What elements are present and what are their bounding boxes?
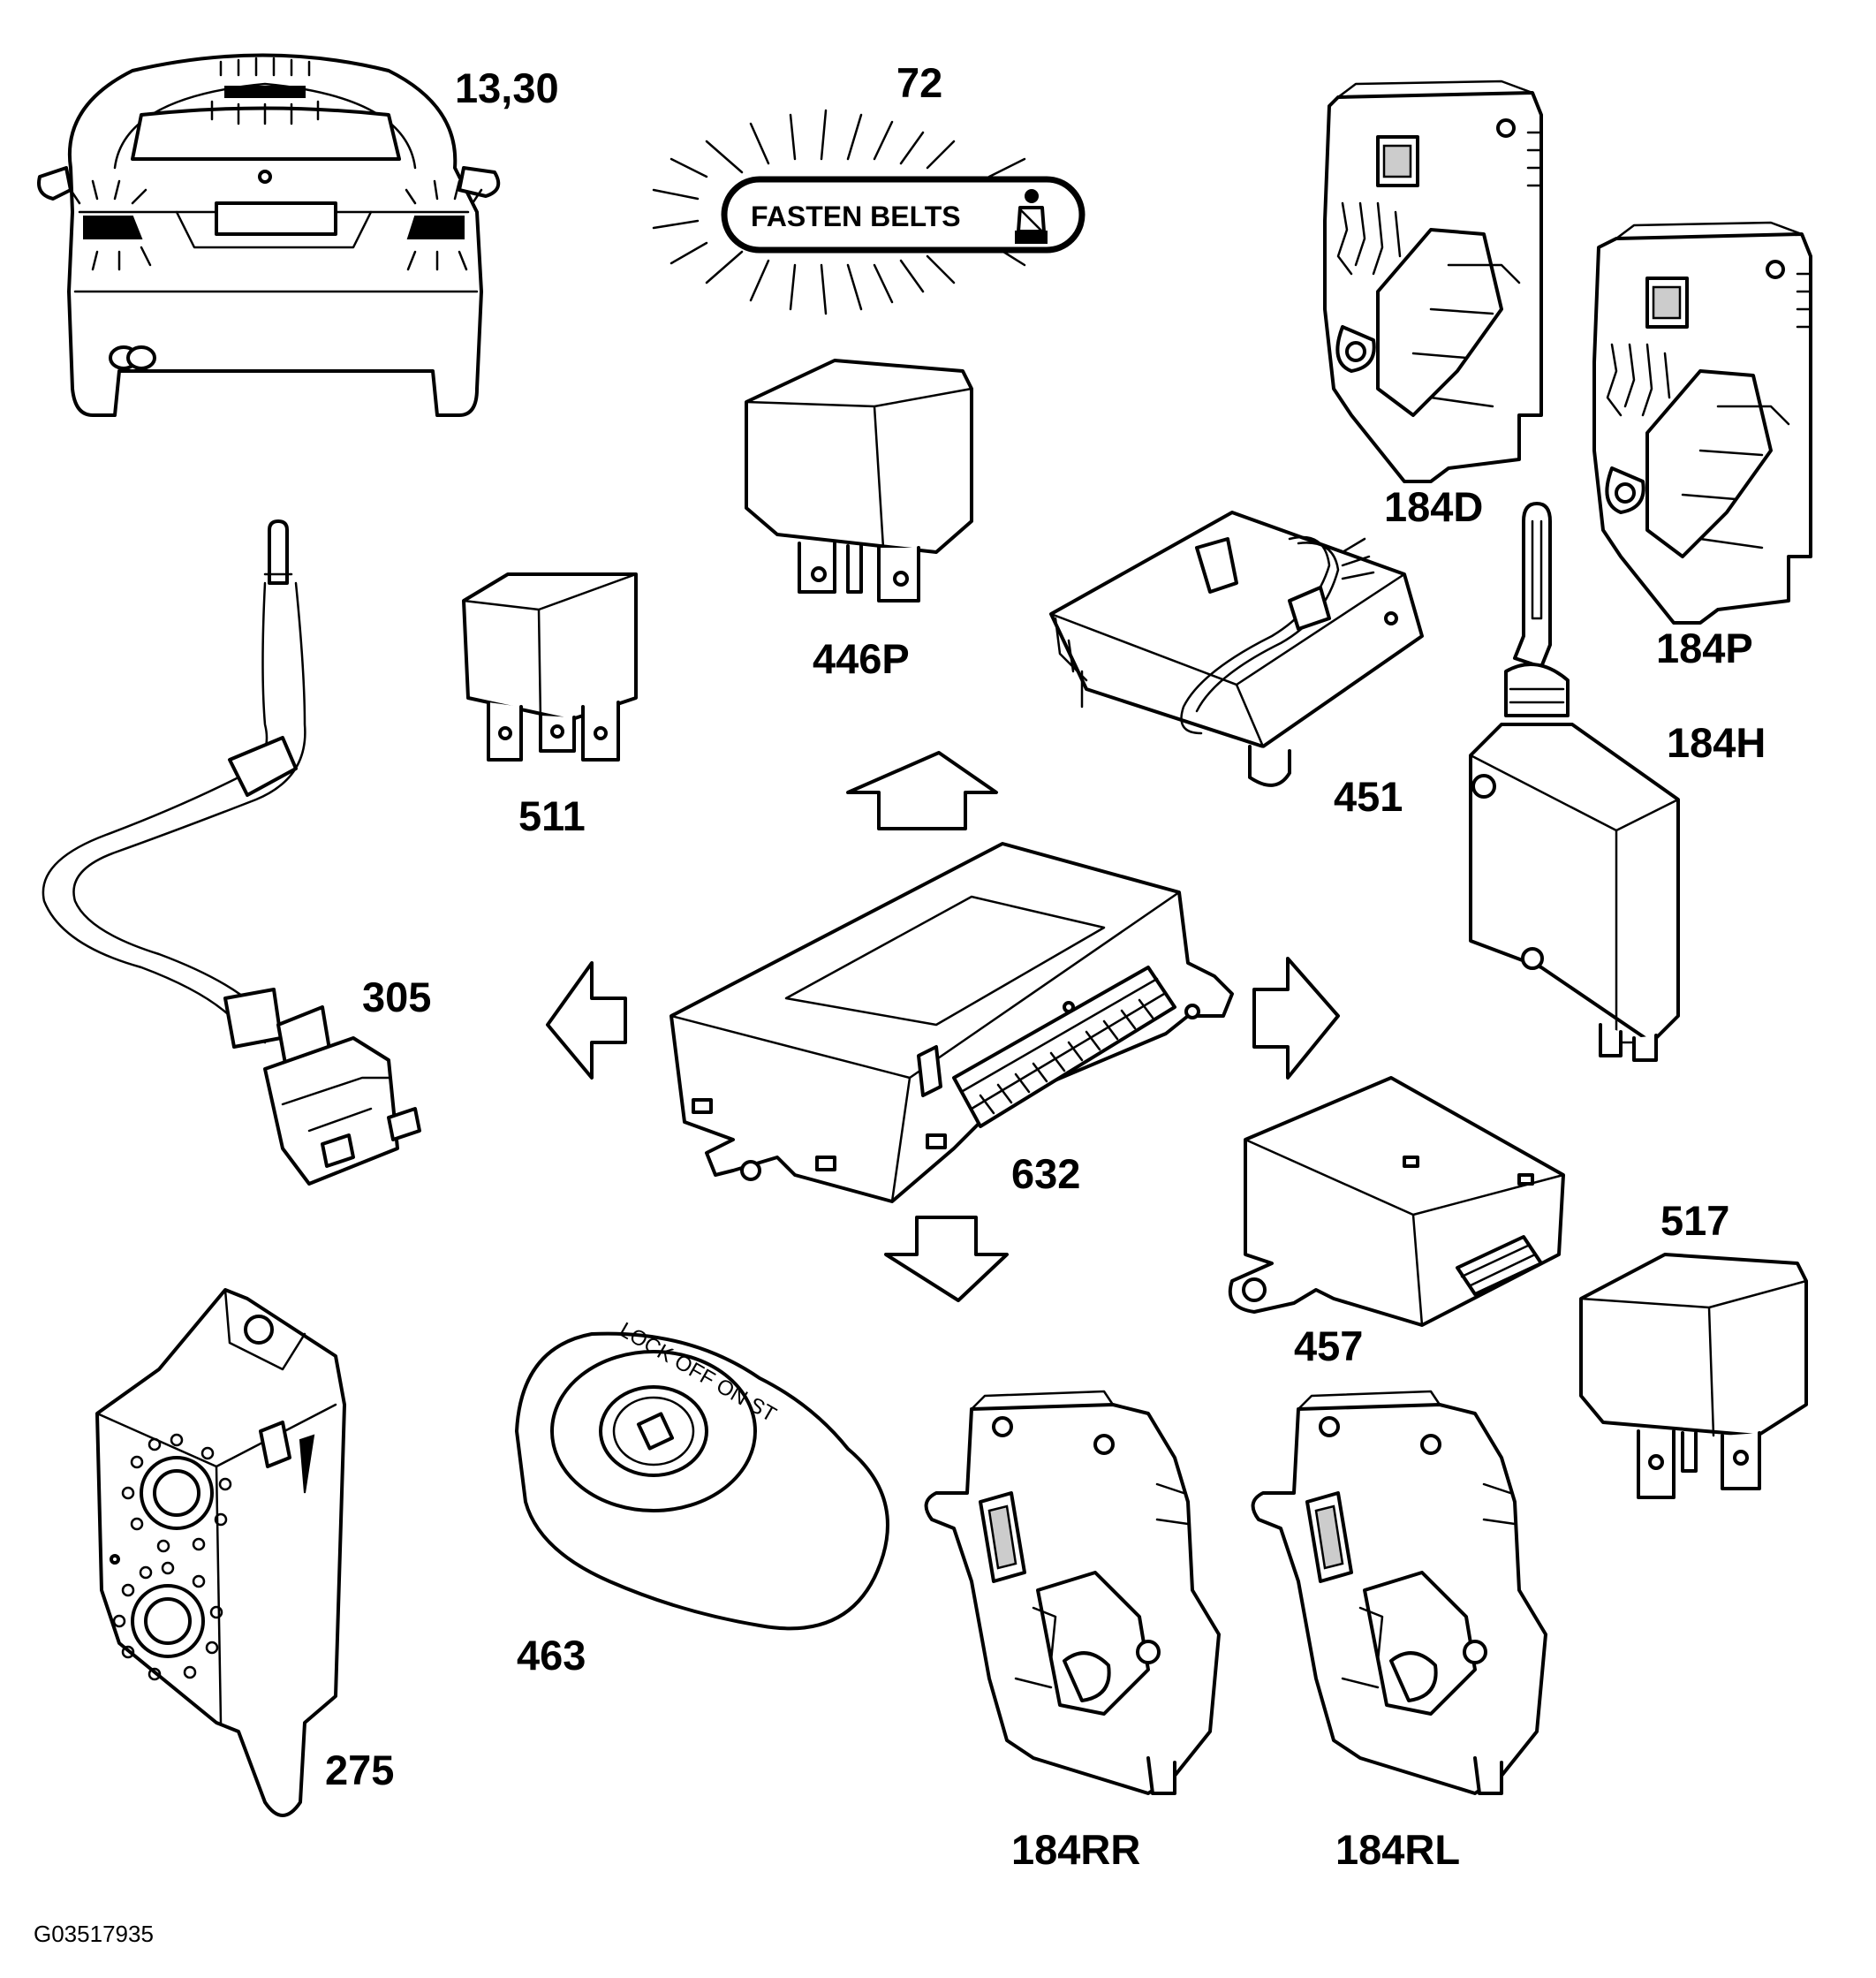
figure-id: G03517935	[34, 1921, 154, 1947]
relay-517-illustration	[1581, 1254, 1806, 1497]
label-184d: 184D	[1384, 483, 1483, 530]
label-457: 457	[1294, 1322, 1363, 1369]
label-305: 305	[362, 974, 431, 1020]
label-511: 511	[518, 792, 586, 839]
relay-446p-illustration	[746, 360, 972, 601]
label-463: 463	[517, 1632, 586, 1679]
door-lock-184p-illustration	[1594, 223, 1811, 623]
module-457-illustration	[1230, 1078, 1563, 1325]
label-184h: 184H	[1667, 719, 1766, 766]
ignition-switch-463-illustration	[517, 1334, 888, 1629]
door-lock-184rl-illustration	[1253, 1391, 1546, 1793]
label-72: 72	[896, 59, 942, 106]
label-517: 517	[1660, 1197, 1729, 1244]
arrow-left	[548, 963, 625, 1078]
arrow-down	[886, 1217, 1007, 1300]
door-lock-184rr-illustration	[927, 1391, 1219, 1793]
car-rear-illustration	[39, 56, 498, 416]
label-184rl: 184RL	[1335, 1826, 1460, 1873]
door-lock-184d-illustration	[1325, 81, 1541, 481]
control-module-632-illustration	[671, 844, 1232, 1201]
label-184p: 184P	[1656, 625, 1753, 671]
label-13-30: 13,30	[455, 64, 559, 111]
label-451: 451	[1334, 773, 1403, 820]
tailgate-actuator-184h-illustration	[1471, 504, 1678, 1060]
seatbelt-indicator-illustration	[654, 110, 1082, 314]
relay-511-illustration	[464, 574, 636, 760]
label-446p: 446P	[813, 635, 910, 682]
arrow-right	[1254, 959, 1338, 1078]
label-184rr: 184RR	[1011, 1826, 1140, 1873]
siren-275-illustration	[97, 1290, 344, 1815]
module-451-illustration	[1051, 512, 1422, 785]
arrow-up	[848, 753, 996, 829]
fasten-belts-text: FASTEN BELTS	[751, 201, 961, 232]
label-632: 632	[1011, 1150, 1080, 1197]
label-275: 275	[325, 1747, 394, 1793]
antenna-305-illustration	[43, 521, 420, 1184]
seatbelt-person-icon	[1016, 190, 1047, 243]
